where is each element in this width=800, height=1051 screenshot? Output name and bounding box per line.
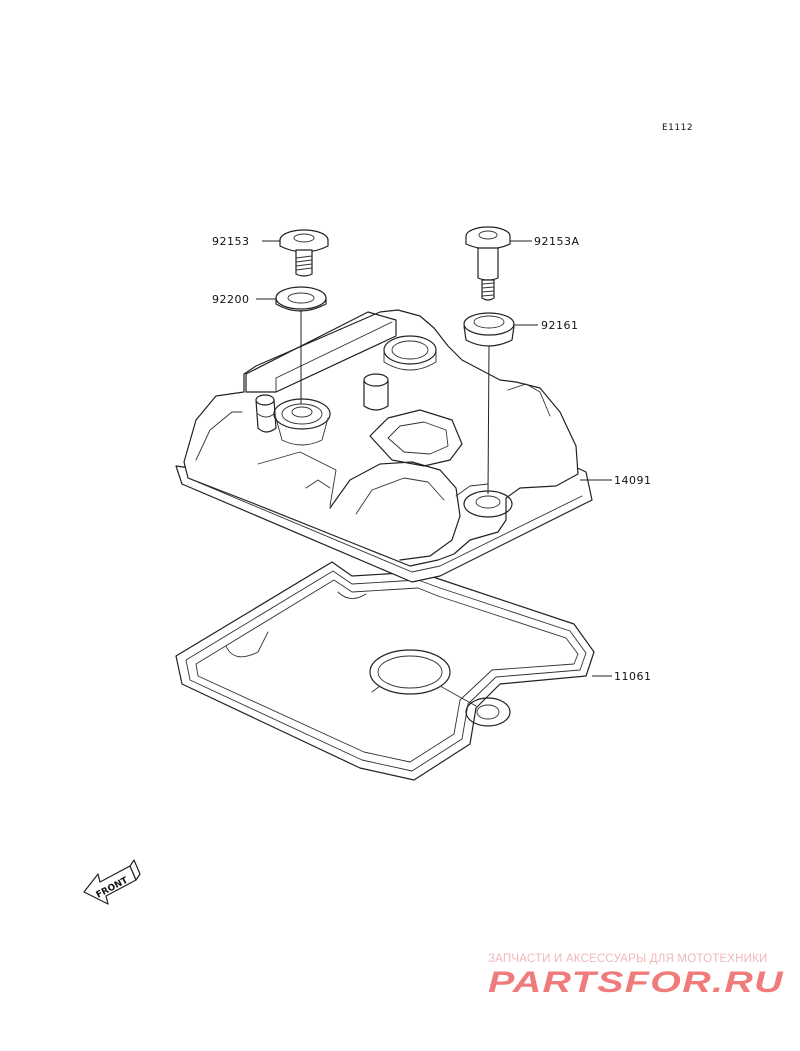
- front-arrow-icon: FRONT: [83, 859, 141, 905]
- label-11061[interactable]: 11061: [614, 670, 652, 683]
- watermark-tagline: ЗАПЧАСТИ И АКСЕССУАРЫ ДЛЯ МОТОТЕХНИКИ: [488, 953, 768, 965]
- cylinder-head-cover-14091[interactable]: [175, 309, 593, 583]
- watermark-brand: PARTSFOR.RU: [488, 966, 784, 999]
- grommet-92161[interactable]: [463, 312, 515, 347]
- label-92153[interactable]: 92153: [212, 235, 250, 248]
- bolt-92153[interactable]: [279, 229, 329, 277]
- bolt-92153a[interactable]: [465, 226, 511, 301]
- ref-code: E1112: [662, 123, 693, 133]
- washer-92200[interactable]: [275, 286, 327, 312]
- label-92153a[interactable]: 92153A: [534, 235, 580, 248]
- label-92200[interactable]: 92200: [212, 293, 250, 306]
- alignment-line-right: [487, 345, 490, 495]
- gasket-11061[interactable]: [175, 561, 595, 781]
- label-14091[interactable]: 14091: [614, 474, 652, 487]
- label-92161[interactable]: 92161: [541, 319, 579, 332]
